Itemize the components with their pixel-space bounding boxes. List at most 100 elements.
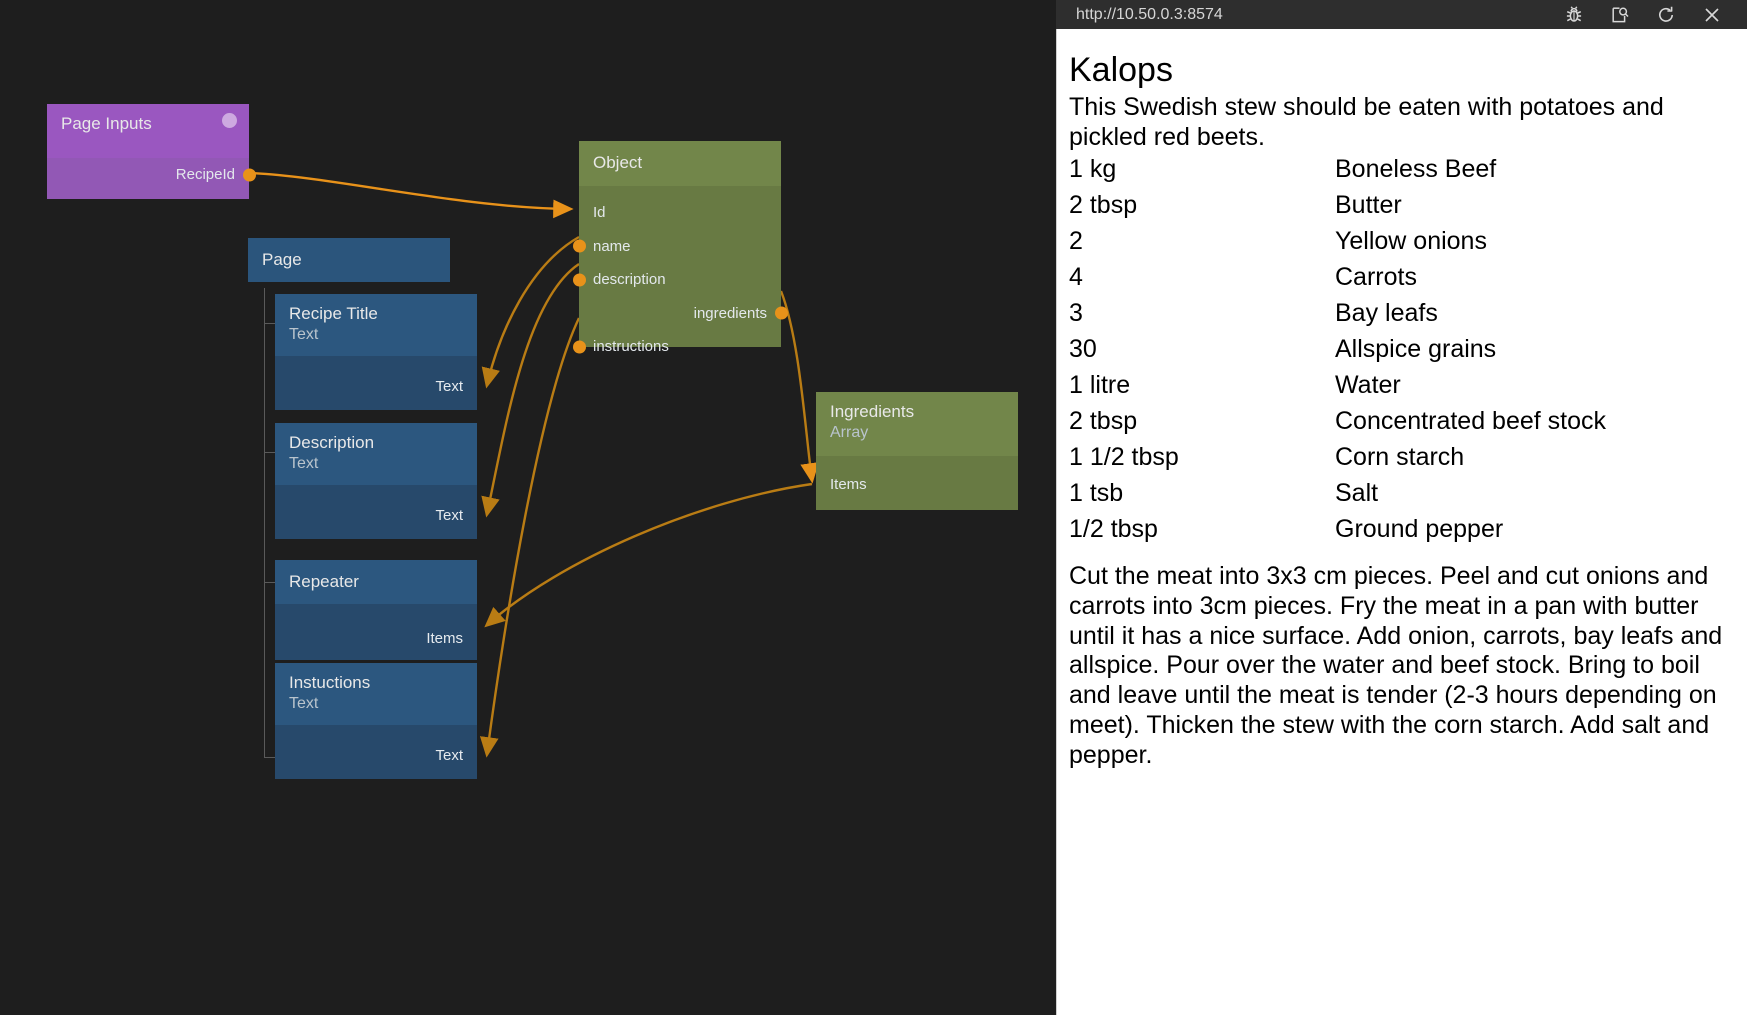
ingredient-amount: 1 tsb xyxy=(1069,479,1124,508)
ingredient-name: Allspice grains xyxy=(1335,335,1497,364)
node-object[interactable]: Object Id name description ingredients xyxy=(572,141,788,355)
node-title: Repeater xyxy=(289,572,359,591)
input-port-dot-icon[interactable] xyxy=(572,273,586,287)
port-row-recipeid[interactable]: RecipeId xyxy=(47,158,256,192)
ingredient-name: Corn starch xyxy=(1335,443,1465,472)
node-body: RecipeId xyxy=(47,158,256,199)
tree-stub xyxy=(264,452,275,453)
ingredient-amount: 2 tbsp xyxy=(1069,407,1138,436)
port-label: Id xyxy=(593,204,606,221)
port-label: Text xyxy=(435,747,463,765)
ingredient-row: 30 Allspice grains xyxy=(1069,334,1723,364)
node-body: Id name description ingredients instruct… xyxy=(572,186,788,355)
node-header[interactable]: Page xyxy=(248,238,450,282)
recipe-title: Kalops xyxy=(1069,51,1173,89)
close-icon[interactable] xyxy=(1689,0,1735,29)
input-port-dot-icon[interactable] xyxy=(572,239,586,253)
node-title: Page xyxy=(262,250,302,269)
node-recipe-title[interactable]: Recipe Title Text Text xyxy=(275,294,477,411)
port-row-items[interactable]: Items xyxy=(816,468,1018,502)
node-title: Page Inputs xyxy=(61,114,152,133)
port-label: ingredients xyxy=(693,304,767,322)
node-body: Text xyxy=(275,485,477,540)
node-body: Items xyxy=(816,456,1018,510)
node-header[interactable]: Object xyxy=(579,141,781,186)
ingredient-amount: 2 xyxy=(1069,227,1083,256)
node-header[interactable]: Instuctions Text xyxy=(275,663,477,726)
ingredient-name: Salt xyxy=(1335,479,1379,508)
ingredient-amount: 30 xyxy=(1069,335,1097,364)
output-port-dot-icon[interactable] xyxy=(774,306,788,320)
node-header[interactable]: Description Text xyxy=(275,423,477,486)
ingredient-name: Carrots xyxy=(1335,263,1417,292)
node-header[interactable]: Ingredients Array xyxy=(816,392,1018,456)
node-header[interactable]: Page Inputs xyxy=(47,104,249,158)
port-row-ingredients[interactable]: ingredients xyxy=(579,297,788,331)
port-label: Text xyxy=(435,507,463,525)
ingredient-row: 2 tbsp Concentrated beef stock xyxy=(1069,406,1723,436)
tree-stub xyxy=(264,323,275,324)
ingredient-row: 1 tsb Salt xyxy=(1069,478,1723,508)
node-header[interactable]: Repeater xyxy=(275,560,477,604)
node-header[interactable]: Recipe Title Text xyxy=(275,294,477,357)
node-title: Recipe Title xyxy=(289,304,378,323)
port-label: Text xyxy=(435,378,463,396)
ingredient-amount: 1 litre xyxy=(1069,371,1131,400)
port-row-name[interactable]: name xyxy=(572,230,781,264)
port-row-text[interactable]: Text xyxy=(275,499,477,533)
node-title: Instuctions xyxy=(289,673,371,692)
port-label: RecipeId xyxy=(175,166,235,183)
node-instuctions[interactable]: Instuctions Text Text xyxy=(275,663,477,780)
port-row-instructions[interactable]: instructions xyxy=(572,330,781,364)
bug-icon[interactable] xyxy=(1551,0,1597,29)
ingredient-amount: 1/2 tbsp xyxy=(1069,515,1158,544)
node-status-dot-icon xyxy=(222,113,237,128)
output-port-dot-icon[interactable] xyxy=(242,168,256,182)
port-label: name xyxy=(593,237,631,255)
node-graph-canvas[interactable]: Page Inputs RecipeId Page Recip xyxy=(0,0,1176,1015)
port-label: instructions xyxy=(593,338,669,355)
ingredient-amount: 2 tbsp xyxy=(1069,191,1138,220)
port-label: Items xyxy=(830,476,867,493)
url-label[interactable]: http://10.50.0.3:8574 xyxy=(1076,5,1223,23)
node-subtitle: Array xyxy=(830,424,869,442)
ingredient-name: Bay leafs xyxy=(1335,299,1438,328)
input-port-dot-icon[interactable] xyxy=(572,340,586,354)
node-title: Object xyxy=(593,153,643,172)
ingredient-row: 2 Yellow onions xyxy=(1069,226,1723,256)
ingredient-amount: 3 xyxy=(1069,299,1083,328)
recipe-description: This Swedish stew should be eaten with p… xyxy=(1069,93,1664,152)
ingredient-name: Water xyxy=(1335,371,1401,400)
node-page[interactable]: Page xyxy=(248,238,450,282)
port-row-id[interactable]: Id xyxy=(579,196,781,230)
ingredient-name: Concentrated beef stock xyxy=(1335,407,1606,436)
node-repeater[interactable]: Repeater Items xyxy=(275,560,477,660)
tree-spine xyxy=(264,288,265,757)
ingredient-row: 2 tbsp Butter xyxy=(1069,190,1723,220)
preview-titlebar: http://10.50.0.3:8574 xyxy=(1056,0,1747,29)
ingredient-row: 1 litre Water xyxy=(1069,370,1723,400)
node-ingredients[interactable]: Ingredients Array Items xyxy=(816,392,1018,510)
ingredient-row: 3 Bay leafs xyxy=(1069,298,1723,328)
port-label: description xyxy=(593,271,666,288)
node-body: Text xyxy=(275,725,477,780)
port-row-description[interactable]: description xyxy=(572,263,781,297)
recipe-document: Kalops This Swedish stew should be eaten… xyxy=(1056,29,1747,1015)
refresh-icon[interactable] xyxy=(1643,0,1689,29)
port-row-items[interactable]: Items xyxy=(275,622,477,656)
port-row-text[interactable]: Text xyxy=(275,739,477,773)
node-title: Description xyxy=(289,433,375,452)
port-label: Items xyxy=(426,630,463,647)
ingredient-name: Yellow onions xyxy=(1335,227,1487,256)
ingredient-name: Butter xyxy=(1335,191,1402,220)
node-page-inputs[interactable]: Page Inputs RecipeId xyxy=(47,104,256,199)
page-search-icon[interactable] xyxy=(1597,0,1643,29)
node-subtitle: Text xyxy=(289,695,319,713)
port-row-text[interactable]: Text xyxy=(275,370,477,404)
node-description[interactable]: Description Text Text xyxy=(275,423,477,540)
